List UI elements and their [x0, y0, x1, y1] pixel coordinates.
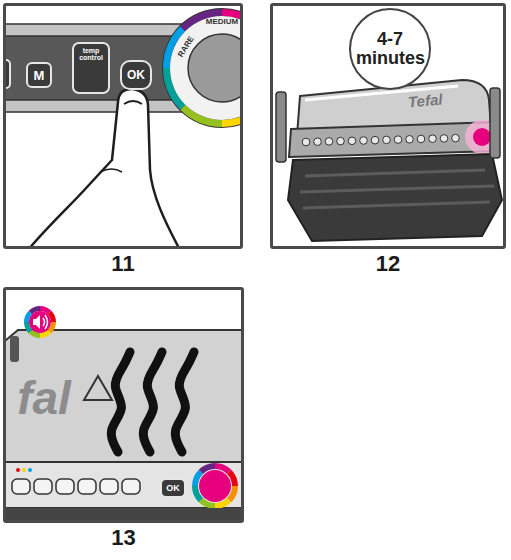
control-button: [100, 479, 118, 494]
step-panel: 124-7 minutes: [270, 3, 506, 249]
control-button: [34, 479, 52, 494]
brand-logo: Tefal: [407, 91, 443, 109]
brand-logo: fal: [17, 375, 71, 421]
control-buttons: [302, 134, 459, 146]
doneness-label: MEDIUM: [206, 18, 238, 26]
menu-button: M: [26, 62, 52, 88]
control-button: [429, 135, 437, 143]
heat-wave: [175, 352, 194, 452]
control-button: [440, 135, 448, 143]
control-button: [56, 479, 74, 494]
color-dot: [16, 468, 20, 472]
ok-button: OK: [160, 478, 186, 498]
control-button: [348, 137, 356, 145]
button-label: M: [34, 69, 45, 82]
step-number: 12: [273, 251, 503, 277]
step-panel: 11Mtemp controlOK: [3, 3, 243, 249]
control-button: [406, 136, 414, 144]
control-button: [12, 479, 30, 494]
sound-icon: [24, 306, 56, 338]
button-label: OK: [127, 69, 145, 81]
color-ring: [162, 8, 240, 128]
color-dot: [22, 468, 26, 472]
temp-control-button: temp control: [72, 42, 110, 94]
panel-12-art: [276, 80, 502, 241]
control-button: [360, 137, 368, 145]
button-label: OK: [166, 484, 180, 493]
button: [6, 60, 10, 88]
control-buttons: [12, 479, 140, 494]
color-dot: [28, 468, 32, 472]
speaker: [33, 315, 40, 329]
fingernail: [124, 101, 142, 104]
control-button: [371, 136, 379, 144]
duration-text: 4-7 minutes: [356, 30, 424, 68]
warning-triangle: [84, 376, 112, 400]
heat-wave: [143, 352, 162, 452]
pressing-finger: [28, 89, 180, 246]
control-button: [314, 138, 322, 146]
hinge-arm: [490, 88, 500, 158]
sound-disc: [29, 311, 51, 333]
steam-waves: [111, 352, 194, 452]
button-strip: [6, 36, 178, 100]
ring-outline: [162, 8, 240, 128]
step-number: 13: [6, 525, 241, 551]
control-button: [122, 479, 140, 494]
grill-lid: [6, 330, 241, 462]
control-button: [394, 136, 402, 144]
knuckle-line: [100, 169, 122, 172]
control-button: [383, 136, 391, 144]
ring-centre: [188, 34, 240, 102]
panel-13-art: [6, 330, 241, 520]
base-grooves: [300, 170, 494, 208]
control-strip: [6, 462, 241, 508]
control-button: [325, 138, 333, 146]
ok-button: OK: [120, 60, 152, 90]
hinge: [10, 336, 19, 362]
control-button: [452, 134, 460, 142]
control-button: [417, 135, 425, 143]
step-number: 11: [6, 251, 240, 277]
ring-text-band: [170, 16, 240, 120]
grill-base: [6, 508, 241, 520]
time-bubble: 4-7 minutes: [349, 8, 431, 90]
control-button: [302, 138, 310, 146]
color-ring: [192, 463, 238, 509]
sound-waves: [43, 315, 48, 329]
hinge-arm: [276, 92, 286, 162]
control-button: [337, 137, 345, 145]
control-button: [78, 479, 96, 494]
panel-11-art: [6, 8, 240, 246]
color-ring: [24, 306, 56, 338]
grill-base: [288, 154, 502, 241]
pink-indicator-light: [473, 128, 491, 146]
pink-indicator-light: [199, 470, 231, 502]
button-label: temp control: [74, 47, 108, 61]
heat-wave: [111, 352, 130, 452]
